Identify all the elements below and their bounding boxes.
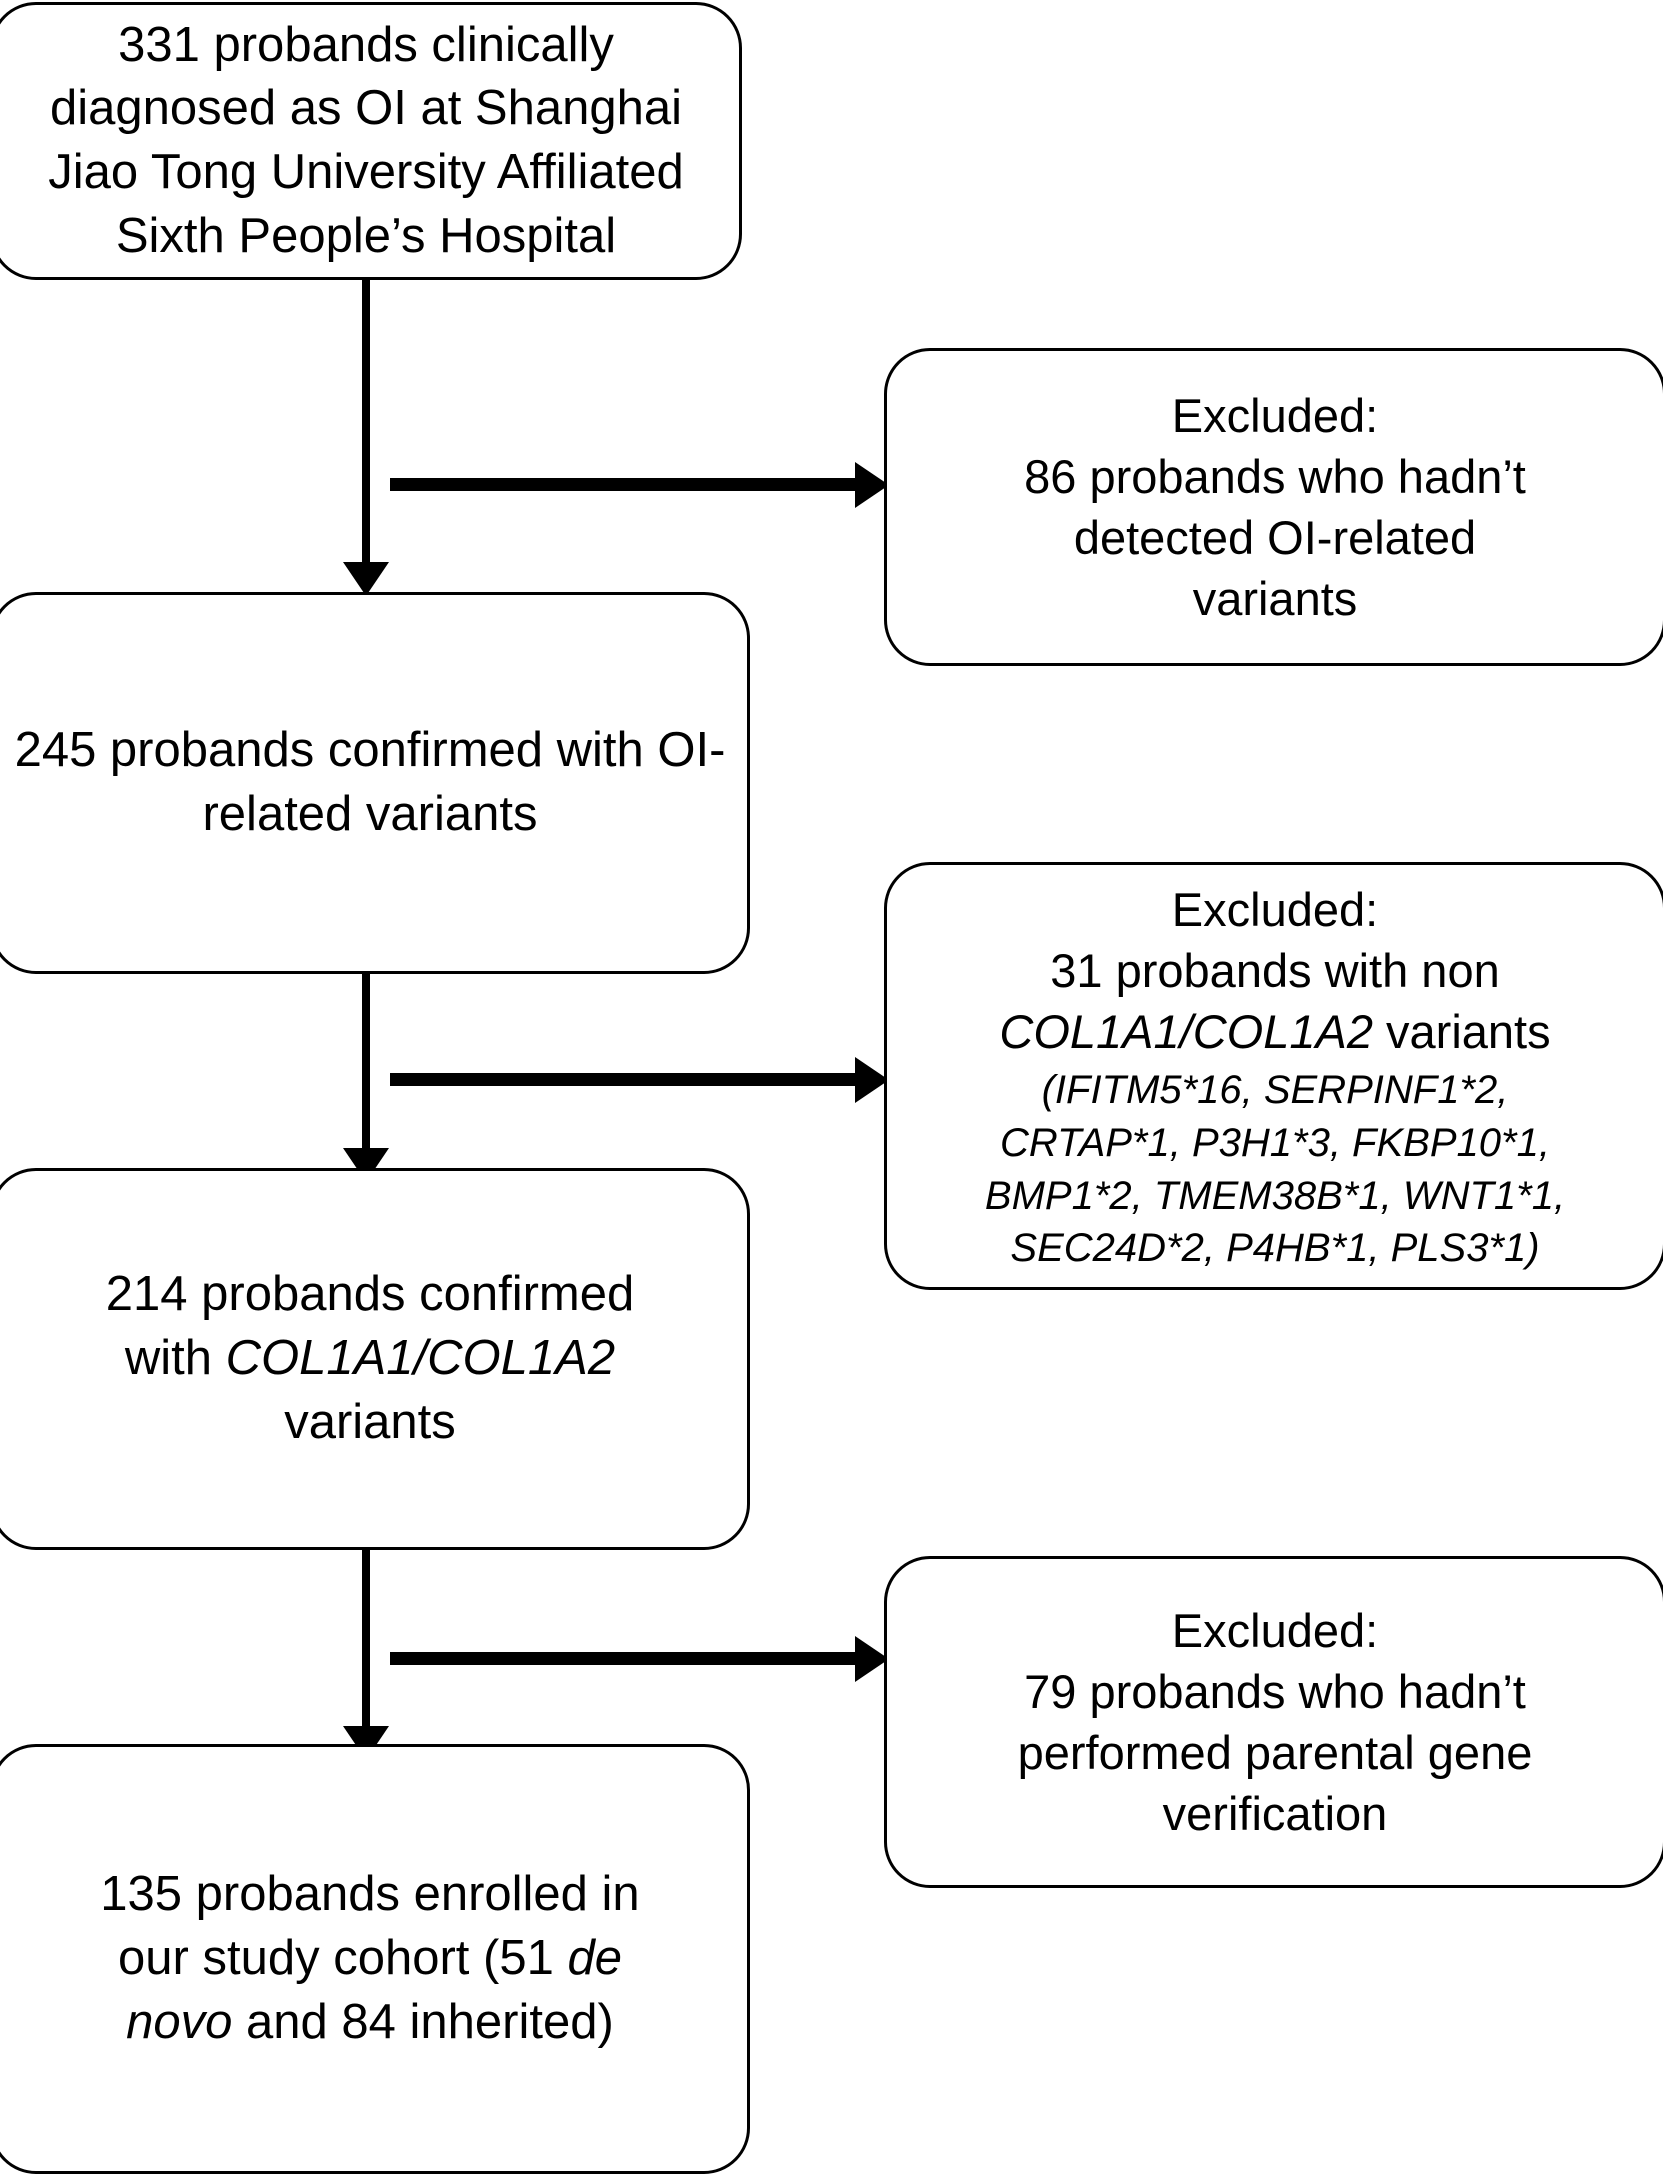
- node-cohort-enrolled-de: de: [567, 1931, 622, 1986]
- excluded-no-variants-line2: detected OI-related: [1073, 511, 1477, 564]
- arrow-down-1: [343, 562, 389, 596]
- node-cohort-enrolled-line2-prefix: our study cohort (51: [118, 1931, 568, 1986]
- excluded-no-parental-line2: performed parental gene: [1017, 1726, 1533, 1779]
- node-cohort-oi-variants-text: 245 probands confirmed with OI-related v…: [14, 723, 726, 841]
- excluded-non-col1a-line1: 31 probands with non: [1050, 943, 1500, 997]
- excluded-non-col1a-gene: COL1A1/COL1A2: [999, 1004, 1373, 1058]
- connector-v-1: [362, 280, 370, 590]
- connector-v-2: [362, 974, 370, 1174]
- node-cohort-col1a-gene: COL1A1/COL1A2: [225, 1331, 616, 1386]
- excluded-non-col1a-header: Excluded:: [1171, 882, 1379, 936]
- connector-h-2: [390, 1073, 860, 1086]
- node-cohort-col1a-line2-prefix: with: [124, 1331, 226, 1386]
- arrow-right-1: [855, 462, 889, 508]
- connector-v-3: [362, 1550, 370, 1750]
- node-cohort-enrolled-line3-suffix: and 84 inherited): [232, 1994, 614, 2049]
- gene-list-line-1: (IFITM5*16, SERPINF1*2,: [1041, 1068, 1509, 1113]
- node-cohort-enrolled-line1: 135 probands enrolled in: [100, 1867, 640, 1922]
- node-cohort-initial: 331 probands clinically diagnosed as OI …: [0, 2, 742, 280]
- node-cohort-col1a-line3: variants: [284, 1394, 456, 1449]
- connector-h-1: [390, 478, 860, 491]
- arrow-right-2: [855, 1057, 889, 1103]
- gene-list-line-3: BMP1*2, TMEM38B*1, WNT1*1,: [984, 1173, 1566, 1218]
- node-cohort-enrolled-novo: novo: [126, 1994, 233, 2049]
- gene-list-line-4: SEC24D*2, P4HB*1, PLS3*1): [1010, 1226, 1540, 1271]
- node-cohort-initial-text: 331 probands clinically diagnosed as OI …: [48, 17, 684, 263]
- node-cohort-col1a-variants: 214 probands confirmed with COL1A1/COL1A…: [0, 1168, 750, 1550]
- arrow-right-3: [855, 1636, 889, 1682]
- node-excluded-no-variants: Excluded: 86 probands who hadn’t detecte…: [884, 348, 1663, 666]
- gene-list-line-2: CRTAP*1, P3H1*3, FKBP10*1,: [1000, 1120, 1550, 1165]
- node-excluded-no-parental: Excluded: 79 probands who hadn’t perform…: [884, 1556, 1663, 1888]
- excluded-non-col1a-gene-suffix: variants: [1372, 1004, 1551, 1058]
- excluded-no-parental-line1: 79 probands who hadn’t: [1024, 1664, 1526, 1718]
- node-cohort-oi-variants: 245 probands confirmed with OI-related v…: [0, 592, 750, 974]
- excluded-no-parental-header: Excluded:: [1171, 1603, 1379, 1657]
- excluded-no-variants-line1: 86 probands who hadn’t: [1024, 449, 1526, 503]
- excluded-no-variants-header: Excluded:: [1171, 388, 1379, 442]
- node-excluded-non-col1a: Excluded: 31 probands with non COL1A1/CO…: [884, 862, 1663, 1290]
- node-cohort-col1a-line1: 214 probands confirmed: [105, 1267, 635, 1322]
- excluded-no-variants-line3: variants: [1192, 572, 1358, 626]
- connector-h-3: [390, 1652, 860, 1665]
- excluded-no-parental-line3: verification: [1162, 1787, 1388, 1841]
- node-cohort-enrolled: 135 probands enrolled in our study cohor…: [0, 1744, 750, 2174]
